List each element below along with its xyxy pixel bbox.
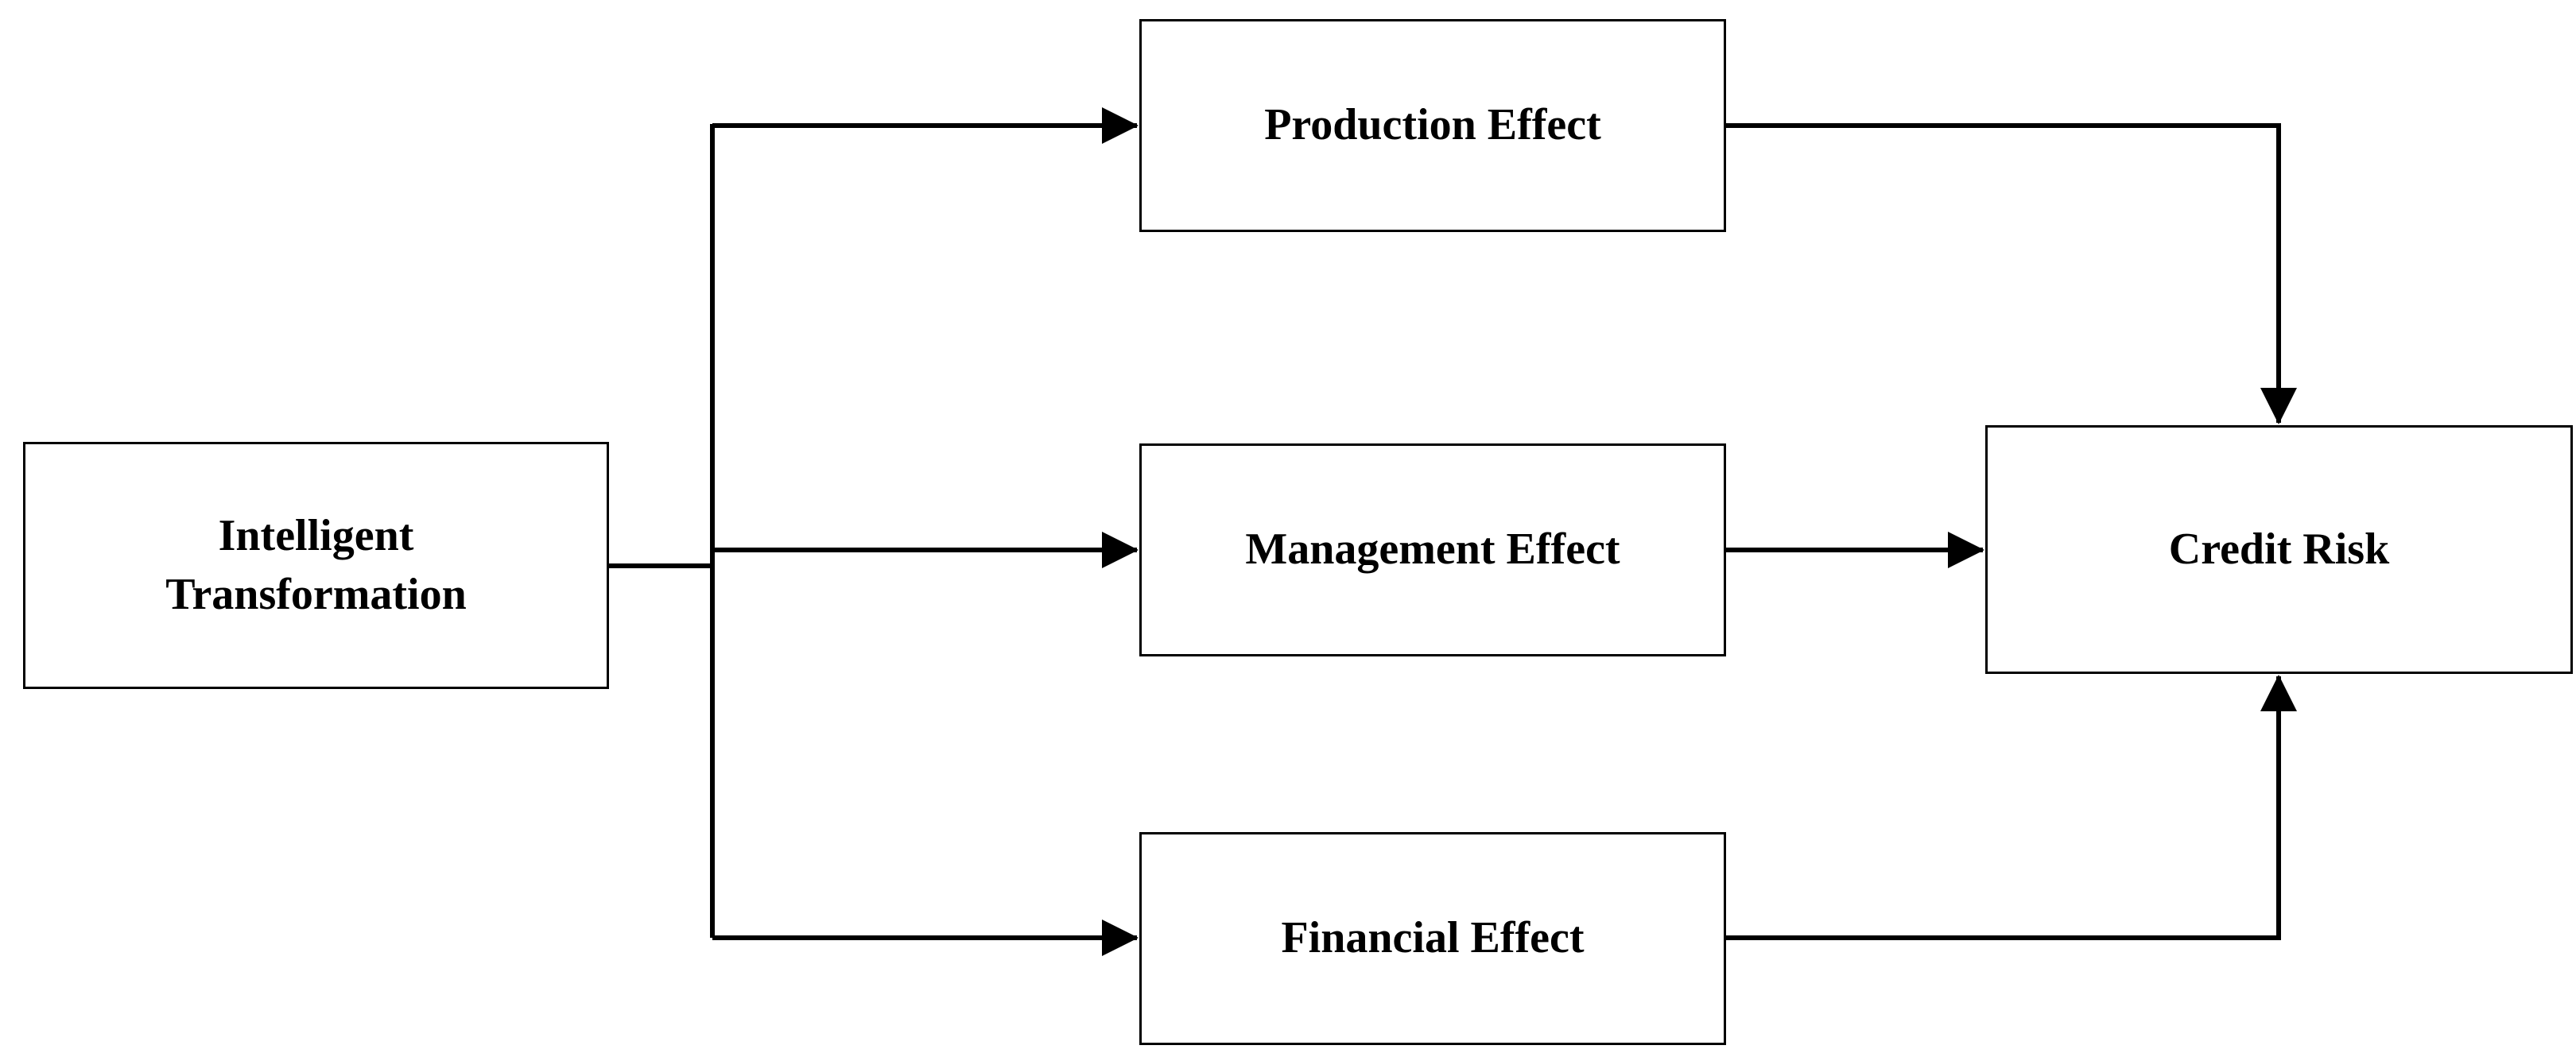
arrow-production-to-credit-risk xyxy=(1726,123,2297,424)
arrow-financial-to-credit-risk xyxy=(1726,675,2297,940)
node-financial-effect: Financial Effect xyxy=(1139,832,1726,1045)
node-label: Production Effect xyxy=(1264,100,1601,150)
node-label: Intelligent Transformation xyxy=(165,510,467,619)
node-label: Credit Risk xyxy=(2168,524,2390,574)
node-production-effect: Production Effect xyxy=(1139,19,1726,232)
node-management-effect: Management Effect xyxy=(1139,443,1726,656)
node-label: Management Effect xyxy=(1245,525,1620,575)
node-label: Financial Effect xyxy=(1281,913,1585,963)
node-intelligent-transformation: Intelligent Transformation xyxy=(23,442,609,689)
node-credit-risk: Credit Risk xyxy=(1985,425,2573,674)
